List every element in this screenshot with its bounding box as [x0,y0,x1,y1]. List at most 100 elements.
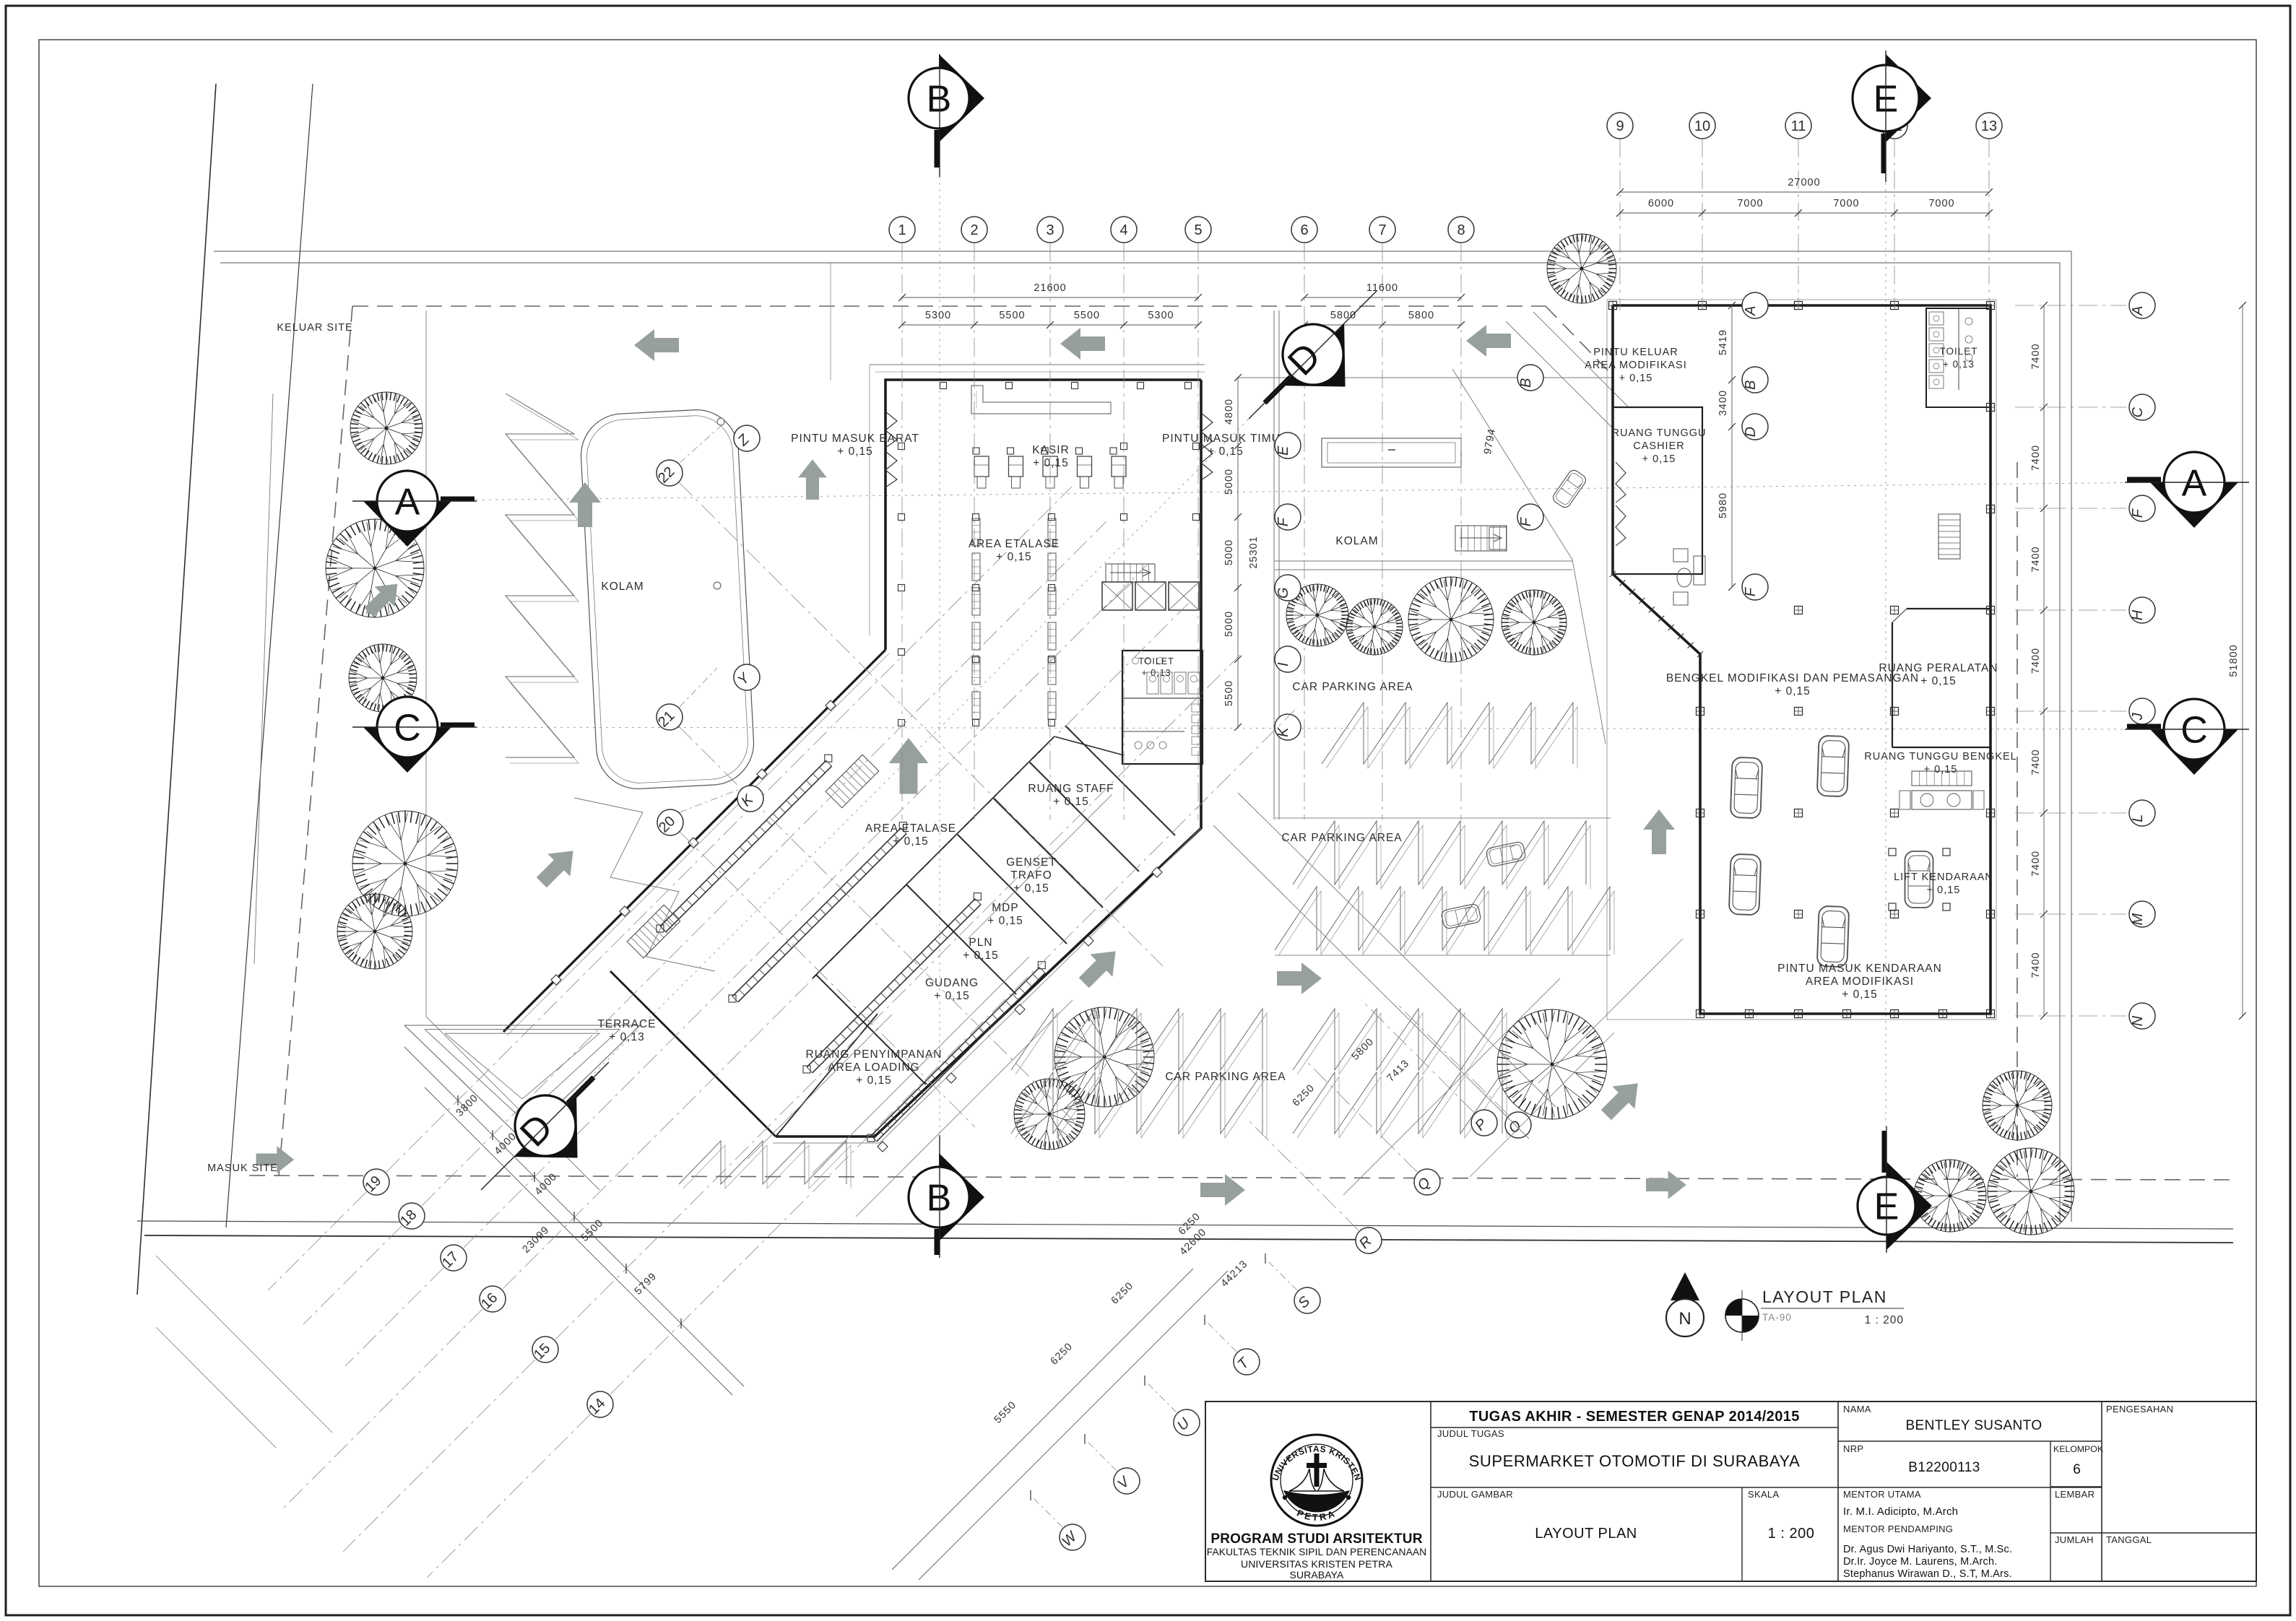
svg-text:5800: 5800 [1408,310,1434,321]
svg-text:F: F [1275,516,1291,526]
svg-text:5500: 5500 [1223,680,1235,706]
svg-text:5980: 5980 [1717,492,1729,518]
svg-text:6: 6 [2073,1462,2081,1477]
svg-text:KOLAM: KOLAM [1335,535,1378,547]
svg-text:+ 0,15: + 0,15 [963,949,999,962]
svg-text:PINTU MASUK BARAT: PINTU MASUK BARAT [791,433,919,445]
svg-text:NAMA: NAMA [1843,1404,1871,1414]
svg-text:+ 0,15: + 0,15 [1920,675,1957,687]
svg-text:JUDUL GAMBAR: JUDUL GAMBAR [1437,1489,1513,1500]
svg-text:RUANG PENYIMPANAN: RUANG PENYIMPANAN [806,1048,943,1061]
svg-text:7400: 7400 [2030,445,2042,471]
svg-text:7000: 7000 [1737,198,1763,209]
svg-text:PETRA: PETRA [1295,1508,1338,1523]
svg-text:CAR PARKING AREA: CAR PARKING AREA [1165,1071,1286,1083]
svg-text:13: 13 [1981,118,1997,134]
svg-text:AREA MODIFIKASI: AREA MODIFIKASI [1806,975,1914,988]
svg-text:7400: 7400 [2030,546,2042,572]
svg-text:TOILET: TOILET [1138,656,1174,666]
svg-text:A: A [1743,306,1759,316]
svg-text:Dr.Ir. Joyce M. Laurens, M.Arc: Dr.Ir. Joyce M. Laurens, M.Arch. [1843,1556,1998,1568]
svg-text:AREA ETALASE: AREA ETALASE [969,538,1060,550]
svg-text:8: 8 [1457,222,1465,238]
svg-text:TERRACE: TERRACE [597,1018,656,1030]
svg-text:F: F [2130,508,2146,518]
svg-text:GENSET: GENSET [1006,856,1057,869]
svg-text:7: 7 [1378,222,1386,238]
svg-text:RUANG STAFF: RUANG STAFF [1028,783,1114,795]
svg-text:G: G [1275,587,1291,599]
svg-text:9: 9 [1616,118,1624,134]
svg-text:Stephanus Wirawan D., S.T, M.A: Stephanus Wirawan D., S.T, M.Ars. [1843,1568,2012,1580]
svg-text:+ 0,15: + 0,15 [1775,685,1811,697]
svg-text:SURABAYA: SURABAYA [1290,1569,1345,1581]
svg-text:PINTU KELUAR: PINTU KELUAR [1593,347,1678,358]
svg-text:+ 0,15: + 0,15 [987,915,1023,927]
svg-text:7400: 7400 [2030,952,2042,978]
svg-text:5000: 5000 [1223,539,1235,565]
svg-text:KELUAR SITE: KELUAR SITE [277,322,352,334]
svg-text:+ 0,15: + 0,15 [893,835,929,848]
svg-text:B12200113: B12200113 [1908,1460,1980,1475]
svg-text:21600: 21600 [1034,282,1066,294]
svg-text:J: J [2130,712,2146,721]
svg-text:MENTOR UTAMA: MENTOR UTAMA [1843,1489,1921,1500]
svg-text:E: E [1275,446,1291,456]
svg-text:B: B [1518,378,1534,388]
svg-text:CAR PARKING AREA: CAR PARKING AREA [1292,681,1413,693]
svg-text:+ 0,13: + 0,13 [1141,668,1171,678]
svg-text:KOLAM: KOLAM [601,581,644,593]
svg-text:7400: 7400 [2030,343,2042,369]
svg-text:TOILET: TOILET [1939,346,1977,357]
svg-text:SKALA: SKALA [1748,1489,1779,1500]
svg-text:C: C [394,708,421,749]
svg-text:LEMBAR: LEMBAR [2055,1489,2094,1500]
svg-text:6000: 6000 [1648,198,1674,209]
svg-text:27000: 27000 [1788,177,1820,188]
svg-text:BENTLEY SUSANTO: BENTLEY SUSANTO [1905,1418,2042,1433]
svg-text:PLN: PLN [969,936,992,949]
svg-text:K: K [1275,726,1291,737]
svg-text:I: I [1275,662,1291,666]
svg-text:+ 0,13: + 0,13 [1943,359,1975,370]
svg-text:5000: 5000 [1223,469,1235,495]
svg-text:SUPERMARKET OTOMOTIF DI SURABA: SUPERMARKET OTOMOTIF DI SURABAYA [1469,1452,1801,1470]
svg-text:LAYOUT PLAN: LAYOUT PLAN [1762,1287,1887,1306]
svg-text:LIFT KENDARAAN: LIFT KENDARAAN [1894,872,1993,883]
svg-text:+ 0,15: + 0,15 [996,551,1032,563]
svg-text:LAYOUT PLAN: LAYOUT PLAN [1535,1526,1637,1542]
svg-text:UNIVERSITAS KRISTEN PETRA: UNIVERSITAS KRISTEN PETRA [1241,1558,1393,1570]
svg-text:1 : 200: 1 : 200 [1865,1314,1904,1326]
svg-text:H: H [2130,609,2146,620]
svg-text:7000: 7000 [1833,198,1859,209]
svg-text:5000: 5000 [1223,611,1235,637]
svg-text:FAKULTAS TEKNIK SIPIL DAN PERE: FAKULTAS TEKNIK SIPIL DAN PERENCANAAN [1207,1547,1427,1557]
svg-text:+ 0,15: + 0,15 [856,1074,892,1087]
svg-text:+ 0,15: + 0,15 [1924,764,1958,775]
svg-text:+ 0,15: + 0,15 [1619,373,1653,384]
svg-text:RUANG PERALATAN: RUANG PERALATAN [1879,662,1998,674]
svg-text:+ 0,15: + 0,15 [837,446,873,458]
svg-text:GUDANG: GUDANG [925,977,979,989]
svg-text:+ 0,15: + 0,15 [1927,885,1961,896]
svg-text:PROGRAM STUDI ARSITEKTUR: PROGRAM STUDI ARSITEKTUR [1210,1531,1422,1547]
svg-text:A: A [395,482,420,523]
svg-text:4: 4 [1119,222,1127,238]
svg-text:Dr. Agus Dwi Hariyanto, S.T.,: Dr. Agus Dwi Hariyanto, S.T., M.Sc. [1843,1544,2012,1555]
svg-text:6: 6 [1300,222,1308,238]
svg-text:F: F [1518,516,1534,526]
svg-text:TUGAS AKHIR - SEMESTER GENAP 2: TUGAS AKHIR - SEMESTER GENAP 2014/2015 [1469,1409,1800,1425]
svg-text:7400: 7400 [2030,648,2042,674]
svg-text:N: N [1678,1309,1691,1329]
svg-text:B: B [927,79,952,121]
svg-text:F: F [1743,586,1759,596]
svg-text:TANGGAL: TANGGAL [2106,1534,2152,1545]
svg-text:MASUK SITE: MASUK SITE [207,1162,278,1174]
svg-text:+ 0,15: + 0,15 [1208,446,1244,458]
svg-text:+ 0,15: + 0,15 [1033,457,1069,469]
svg-text:11600: 11600 [1366,282,1398,294]
svg-text:BENGKEL MODIFIKASI DAN PEMASAN: BENGKEL MODIFIKASI DAN PEMASANGAN [1666,672,1919,685]
svg-text:51800: 51800 [2228,644,2240,677]
svg-text:RUANG TUNGGU: RUANG TUNGGU [1612,427,1707,439]
svg-text:+ 0,15: + 0,15 [1013,882,1049,895]
